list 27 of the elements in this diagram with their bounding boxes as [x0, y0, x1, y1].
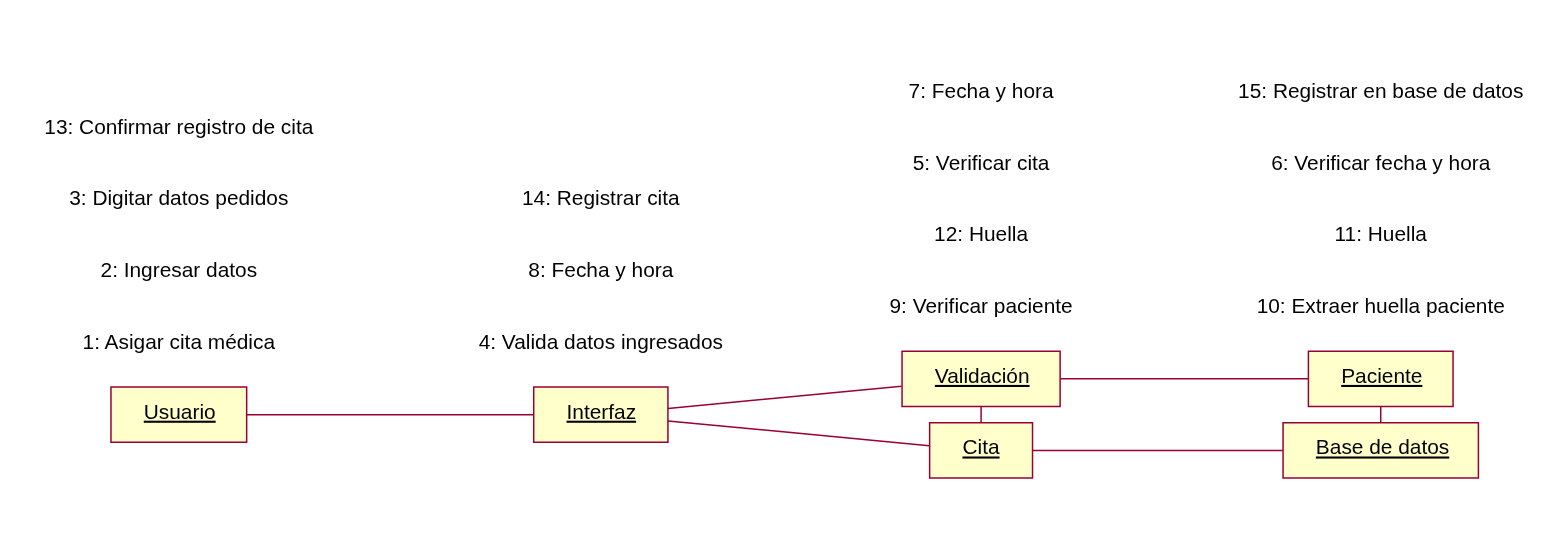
label: 7: Fecha y hora [908, 78, 1054, 102]
node-box: Paciente [1307, 350, 1454, 407]
connector [667, 385, 903, 409]
connector [1032, 449, 1284, 451]
node-box: Cita [928, 421, 1034, 479]
connector [245, 413, 534, 415]
label: 15: Registrar en base de datos [1238, 78, 1524, 102]
node-box: Usuario [110, 385, 248, 443]
label: 14: Registrar cita [521, 185, 680, 209]
label: 11: Huella [1334, 221, 1427, 245]
label: 12: Huella [934, 221, 1029, 245]
connector [980, 405, 982, 423]
label: 3: Digitar datos pedidos [69, 185, 289, 209]
node-box: Interfaz [532, 385, 669, 443]
label: 4: Valida datos ingresados [478, 329, 723, 353]
label: 9: Verificar paciente [889, 293, 1073, 317]
label: 8: Fecha y hora [528, 257, 674, 281]
label: 10: Extraer huella paciente [1256, 293, 1505, 317]
connector [667, 419, 930, 446]
connector [1059, 377, 1309, 380]
label: 5: Verificar cita [912, 150, 1050, 174]
label: 13: Confirmar registro de cita [44, 114, 314, 138]
label: 1: Asigar cita médica [82, 329, 276, 353]
node-box: Validación [901, 350, 1061, 407]
node-box: Base de datos [1282, 421, 1480, 479]
label: 6: Verificar fecha y hora [1271, 150, 1491, 174]
label: 2: Ingresar datos [100, 257, 258, 281]
